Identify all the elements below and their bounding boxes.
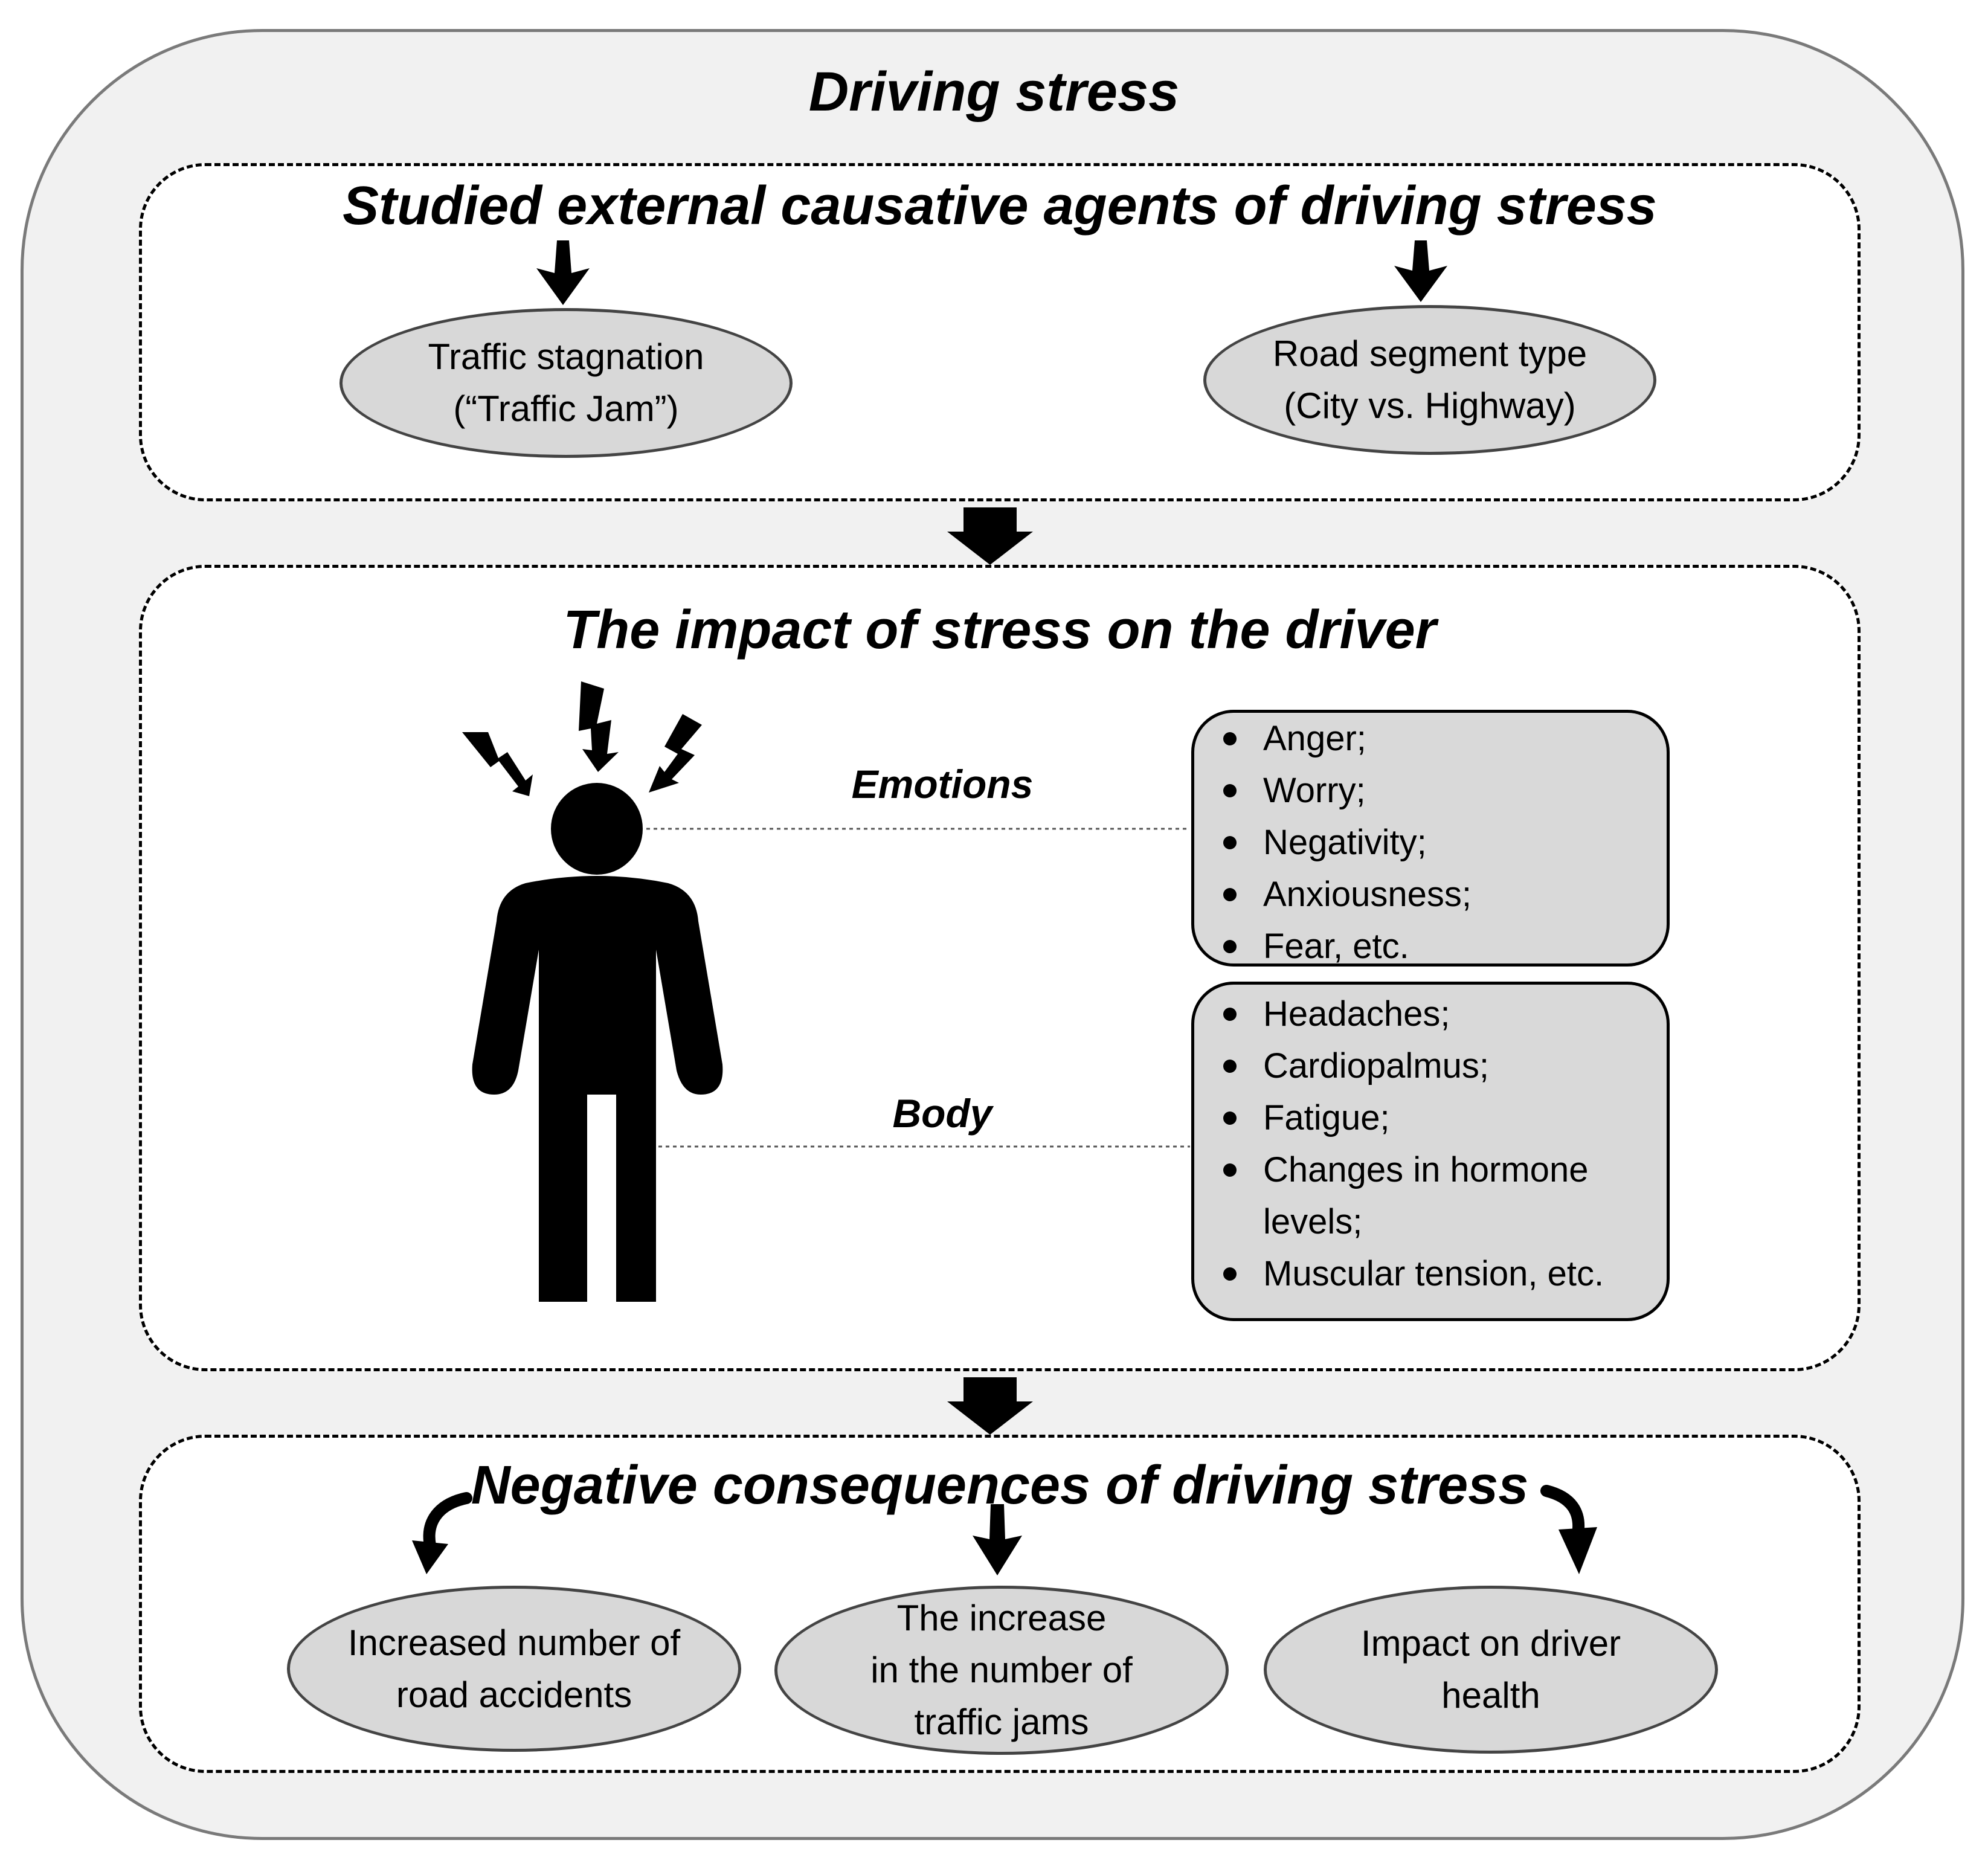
- arrow-down-icon: [973, 1504, 1022, 1575]
- bullet-icon: [1223, 732, 1237, 745]
- body-list: Headaches; Cardiopalmus; Fatigue; Change…: [1194, 988, 1667, 1300]
- curved-arrow-icon: [423, 1492, 472, 1551]
- list-item: Anxiousness;: [1194, 869, 1667, 921]
- bullet-icon: [1223, 1163, 1237, 1177]
- bullet-icon: [1223, 1267, 1237, 1281]
- cause-road-segment-type: Road segment type (City vs. Highway): [1203, 305, 1656, 455]
- causes-title: Studied external causative agents of dri…: [343, 176, 1657, 236]
- lightning-bolt-icon: [579, 681, 619, 772]
- impact-title: The impact of stress on the driver: [563, 600, 1436, 660]
- body-label: Body: [892, 1091, 992, 1136]
- emotions-label: Emotions: [851, 762, 1034, 806]
- list-item: Worry;: [1194, 765, 1667, 817]
- bullet-icon: [1223, 1008, 1237, 1021]
- bullet-icon: [1223, 1111, 1237, 1125]
- arrow-down-icon: [536, 240, 590, 305]
- arrow-down-icon: [1394, 240, 1447, 302]
- bullet-icon: [1223, 940, 1237, 953]
- cause-traffic-stagnation: Traffic stagnation (“Traffic Jam”): [339, 308, 793, 458]
- list-item: Anger;: [1194, 713, 1667, 765]
- list-item: Fear, etc.: [1194, 921, 1667, 973]
- list-item: Negativity;: [1194, 817, 1667, 869]
- consequence-traffic-jams: The increase in the number of traffic ja…: [774, 1586, 1229, 1755]
- person-icon: [472, 783, 723, 1302]
- bullet-icon: [1223, 784, 1237, 797]
- block-arrow-down-icon: [947, 507, 1033, 565]
- body-box: Headaches; Cardiopalmus; Fatigue; Change…: [1191, 982, 1670, 1321]
- diagram-title: Driving stress: [808, 61, 1180, 123]
- block-arrow-down-icon: [947, 1377, 1033, 1435]
- emotions-list: Anger; Worry; Negativity; Anxiousness; F…: [1194, 713, 1667, 973]
- list-item: Muscular tension, etc.: [1194, 1248, 1667, 1300]
- list-item: Changes in hormone levels;: [1194, 1144, 1667, 1248]
- emotions-box: Anger; Worry; Negativity; Anxiousness; F…: [1191, 710, 1670, 967]
- lightning-bolt-icon: [462, 732, 533, 796]
- bullet-icon: [1223, 888, 1237, 901]
- bullet-icon: [1223, 1060, 1237, 1073]
- curved-arrow-icon: [1559, 1527, 1597, 1574]
- curved-arrow-icon: [1540, 1485, 1585, 1540]
- list-item: Fatigue;: [1194, 1092, 1667, 1144]
- list-item: Cardiopalmus;: [1194, 1040, 1667, 1092]
- lightning-bolt-icon: [649, 714, 702, 793]
- curved-arrow-icon: [412, 1540, 448, 1574]
- list-item: Headaches;: [1194, 988, 1667, 1040]
- consequence-road-accidents: Increased number of road accidents: [287, 1586, 741, 1752]
- consequence-driver-health: Impact on driver health: [1264, 1586, 1718, 1754]
- bullet-icon: [1223, 836, 1237, 849]
